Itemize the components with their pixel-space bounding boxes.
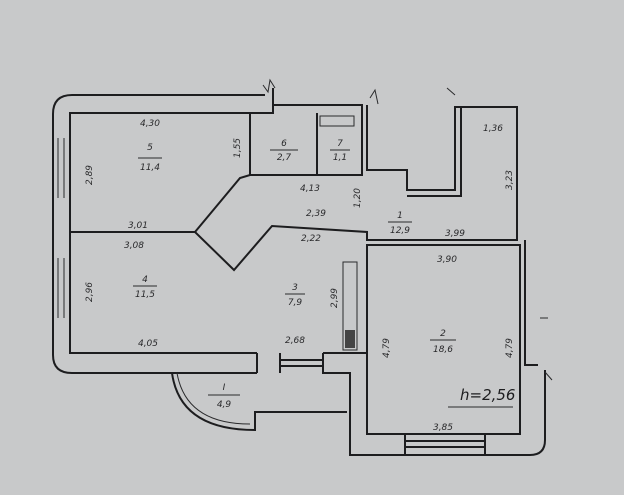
room-2-number: 2 bbox=[440, 329, 446, 339]
dim-2-39: 2,39 bbox=[306, 209, 326, 219]
room-7-number: 7 bbox=[337, 139, 343, 149]
vent-grille bbox=[319, 115, 355, 127]
shaft-grille bbox=[345, 330, 355, 348]
room-6-number: 6 bbox=[281, 139, 287, 149]
dim-2-89: 2,89 bbox=[85, 165, 95, 185]
room-6-area: 2,7 bbox=[277, 153, 292, 163]
dim-3-85: 3,85 bbox=[433, 423, 453, 433]
dim-1-36: 1,36 bbox=[483, 124, 503, 134]
dim-3-99: 3,99 bbox=[445, 229, 465, 239]
room-5-number: 5 bbox=[147, 143, 153, 153]
walls bbox=[52, 78, 553, 457]
dim-2-68: 2,68 bbox=[285, 336, 305, 346]
balcony-area: 4,9 bbox=[217, 400, 232, 410]
dim-2-99: 2,99 bbox=[330, 288, 340, 308]
room-4-number: 4 bbox=[142, 275, 148, 285]
dim-4-30: 4,30 bbox=[140, 119, 160, 129]
dim-4-79-left: 4,79 bbox=[382, 338, 392, 358]
room-5-area: 11,4 bbox=[140, 163, 160, 173]
dimensions: 4,30 2,89 1,55 4,13 1,20 3,01 3,08 2,39 … bbox=[85, 119, 515, 433]
dim-1-55: 1,55 bbox=[233, 138, 243, 158]
room-1-number: 1 bbox=[397, 211, 403, 221]
room-labels: 5 11,4 6 2,7 7 1,1 1 12,9 4 11,5 3 7,9 2… bbox=[133, 139, 456, 410]
dim-4-79-right: 4,79 bbox=[505, 338, 515, 358]
dim-3-90: 3,90 bbox=[437, 255, 457, 265]
dim-2-96: 2,96 bbox=[85, 282, 95, 302]
room-2-area: 18,6 bbox=[433, 345, 453, 355]
dim-4-05: 4,05 bbox=[138, 339, 158, 349]
dim-3-01: 3,01 bbox=[128, 221, 148, 231]
room-3-area: 7,9 bbox=[288, 298, 303, 308]
ceiling-height: h=2,56 bbox=[460, 386, 515, 404]
dim-2-22: 2,22 bbox=[301, 234, 321, 244]
room-3-number: 3 bbox=[292, 283, 298, 293]
room-1-area: 12,9 bbox=[390, 226, 410, 236]
room-4-area: 11,5 bbox=[135, 290, 155, 300]
dim-3-23: 3,23 bbox=[505, 170, 515, 190]
dim-1-20: 1,20 bbox=[353, 188, 363, 208]
room-7-area: 1,1 bbox=[333, 153, 347, 163]
dim-3-08: 3,08 bbox=[124, 241, 144, 251]
balcony-number: I bbox=[223, 383, 226, 393]
dim-4-13: 4,13 bbox=[300, 184, 320, 194]
